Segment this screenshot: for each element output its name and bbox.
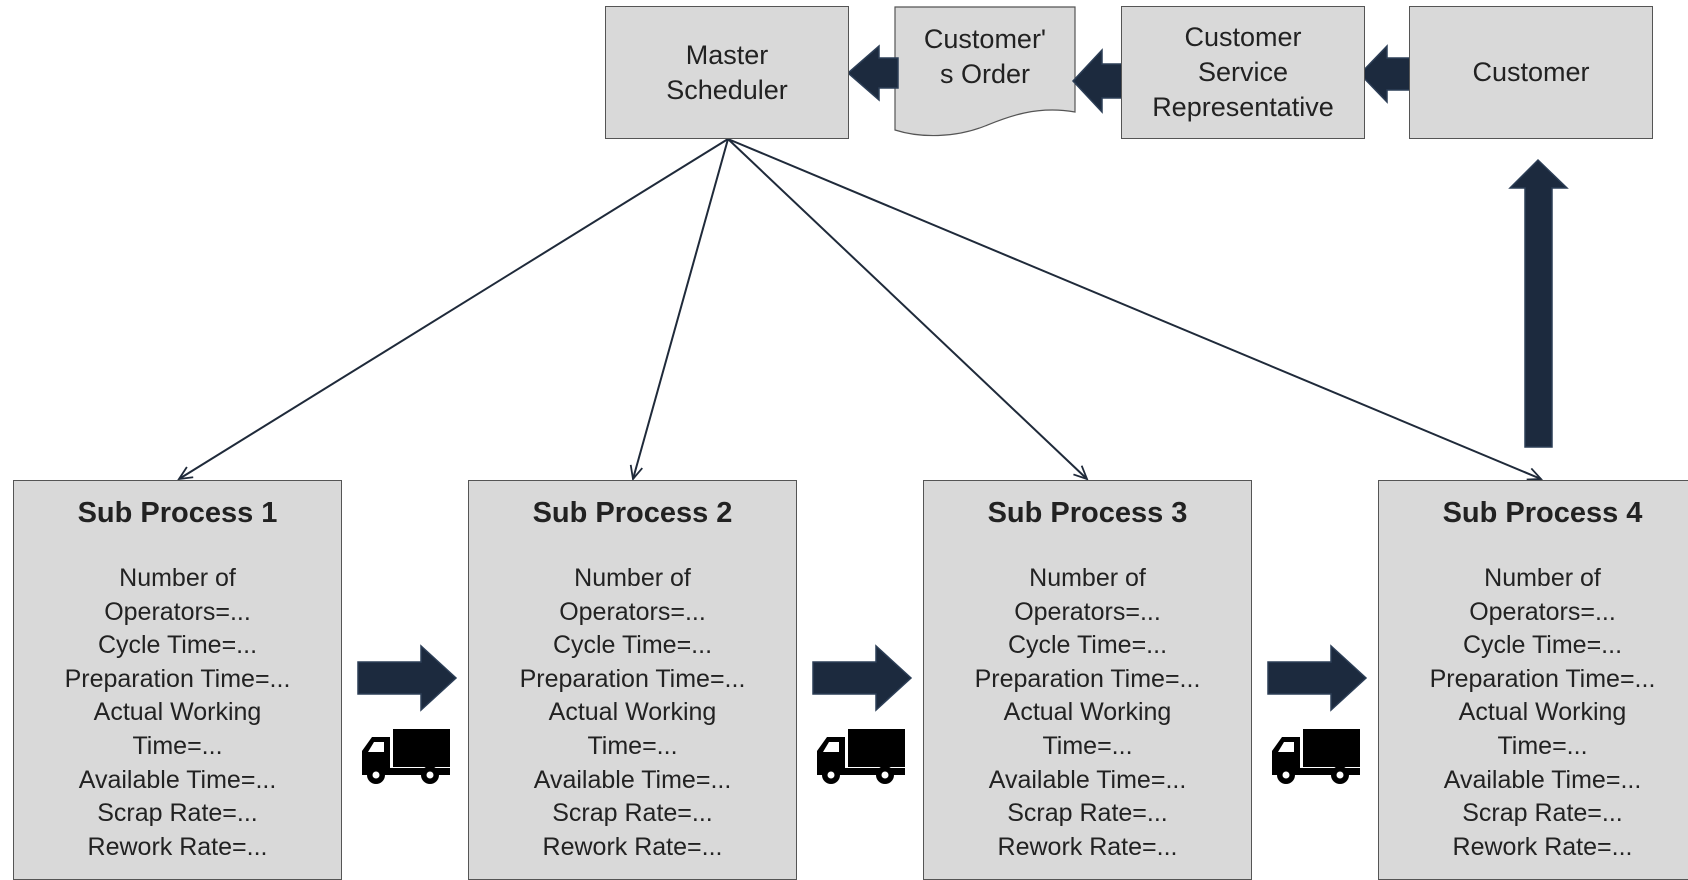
subprocess-title: Sub Process 4: [1442, 497, 1643, 529]
metric-rework-rate: Rework Rate=...: [997, 832, 1178, 861]
subprocess-title: Sub Process 3: [987, 497, 1188, 529]
metric-scrap-rate: Scrap Rate=...: [97, 799, 258, 828]
metric-rework-rate: Rework Rate=...: [1452, 832, 1633, 861]
metric-cycle-time: Cycle Time=...: [97, 631, 258, 660]
customers-order-document: [894, 6, 1076, 137]
metric-actual-working-time: Actual Working Time=...: [93, 698, 262, 760]
metric-available-time: Available Time=...: [988, 765, 1187, 794]
flow-arrow-customer-to-csr: [1358, 44, 1413, 104]
metric-rework-rate: Rework Rate=...: [87, 832, 268, 861]
flow-arrow-subprocess-3-to-4: [1267, 644, 1368, 712]
metric-operators: Number of Operators=...: [1469, 564, 1616, 626]
subprocess-metrics: Number of Operators=... Cycle Time=... P…: [14, 562, 341, 864]
subprocess-title: Sub Process 2: [532, 497, 733, 529]
master-scheduler-box: Master Scheduler: [605, 6, 849, 139]
flow-arrow-order-to-scheduler: [846, 44, 899, 102]
flow-arrow-subprocess-2-to-3: [812, 644, 913, 712]
customer-service-representative-box: Customer Service Representative: [1121, 6, 1365, 139]
flow-arrow-csr-to-order: [1071, 48, 1127, 114]
metric-actual-working-time: Actual Working Time=...: [548, 698, 717, 760]
metric-scrap-rate: Scrap Rate=...: [1462, 799, 1623, 828]
subprocess-metrics: Number of Operators=... Cycle Time=... P…: [1379, 562, 1688, 864]
metric-actual-working-time: Actual Working Time=...: [1458, 698, 1627, 760]
metric-preparation-time: Preparation Time=...: [974, 664, 1201, 693]
subprocess-2-box: Sub Process 2 Number of Operators=... Cy…: [468, 480, 797, 880]
metric-preparation-time: Preparation Time=...: [64, 664, 291, 693]
metric-cycle-time: Cycle Time=...: [1462, 631, 1623, 660]
connector-scheduler-to-subprocess-4: [727, 138, 1541, 479]
subprocess-metrics: Number of Operators=... Cycle Time=... P…: [924, 562, 1251, 864]
metric-rework-rate: Rework Rate=...: [542, 832, 723, 861]
metric-available-time: Available Time=...: [78, 765, 277, 794]
subprocess-3-box: Sub Process 3 Number of Operators=... Cy…: [923, 480, 1252, 880]
truck-icon: [817, 729, 905, 784]
subprocess-title: Sub Process 1: [77, 497, 278, 529]
customer-label: Customer: [1472, 57, 1590, 87]
truck-icon: [1272, 729, 1360, 784]
subprocess-1-box: Sub Process 1 Number of Operators=... Cy…: [13, 480, 342, 880]
metric-operators: Number of Operators=...: [1014, 564, 1161, 626]
metric-scrap-rate: Scrap Rate=...: [552, 799, 713, 828]
connector-scheduler-to-subprocess-2: [633, 138, 729, 479]
connector-scheduler-to-subprocess-3: [727, 138, 1087, 479]
metric-cycle-time: Cycle Time=...: [552, 631, 713, 660]
customer-box: Customer: [1409, 6, 1653, 139]
metric-operators: Number of Operators=...: [104, 564, 251, 626]
metric-scrap-rate: Scrap Rate=...: [1007, 799, 1168, 828]
metric-preparation-time: Preparation Time=...: [1429, 664, 1656, 693]
metric-preparation-time: Preparation Time=...: [519, 664, 746, 693]
metric-cycle-time: Cycle Time=...: [1007, 631, 1168, 660]
metric-operators: Number of Operators=...: [559, 564, 706, 626]
subprocess-metrics: Number of Operators=... Cycle Time=... P…: [469, 562, 796, 864]
metric-available-time: Available Time=...: [1443, 765, 1642, 794]
customer-service-representative-label: Customer Service Representative: [1152, 22, 1334, 122]
truck-icon: [362, 729, 450, 784]
metric-available-time: Available Time=...: [533, 765, 732, 794]
customers-order-label: Customer' s Order: [923, 24, 1047, 89]
master-scheduler-label: Master Scheduler: [666, 39, 788, 105]
subprocess-4-box: Sub Process 4 Number of Operators=... Cy…: [1378, 480, 1688, 880]
metric-actual-working-time: Actual Working Time=...: [1003, 698, 1172, 760]
flow-arrow-subprocess-1-to-2: [357, 644, 458, 712]
flow-arrow-subprocess4-to-customer: [1508, 158, 1569, 448]
connector-scheduler-to-subprocess-1: [179, 138, 729, 479]
